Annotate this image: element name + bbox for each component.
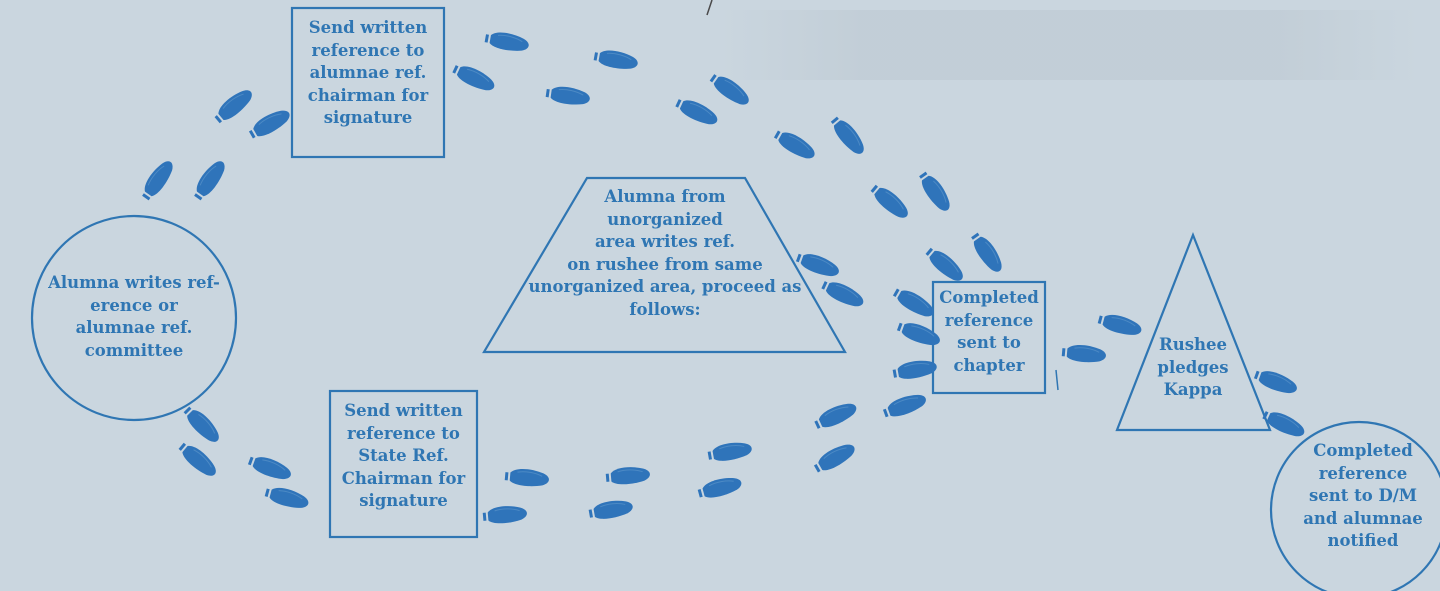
footprint bbox=[588, 498, 634, 522]
footprint bbox=[484, 30, 530, 54]
chapter-box-label: Completed reference sent to chapter bbox=[933, 287, 1045, 377]
bottom-box-label: Send written reference to State Ref. Cha… bbox=[330, 400, 477, 513]
footprint bbox=[451, 61, 498, 95]
footprint bbox=[696, 474, 743, 502]
footprint bbox=[593, 48, 639, 72]
footprint bbox=[707, 440, 753, 464]
footprint bbox=[892, 358, 938, 382]
footprint bbox=[181, 403, 224, 446]
footprint bbox=[923, 244, 968, 285]
footprint bbox=[190, 157, 229, 203]
footprint bbox=[881, 390, 928, 421]
footprint bbox=[264, 484, 311, 512]
footprint bbox=[674, 95, 721, 129]
footprint bbox=[812, 439, 859, 476]
footprint bbox=[968, 230, 1007, 276]
footprint bbox=[772, 126, 819, 163]
footprint bbox=[211, 85, 256, 126]
footprint bbox=[247, 452, 294, 483]
footprint bbox=[828, 113, 869, 158]
top-box-label: Send written reference to alumnae ref. c… bbox=[292, 17, 444, 130]
start-circle-label: Alumna writes ref- erence or alumnae ref… bbox=[32, 272, 236, 362]
triangle-label: Rushee pledges Kappa bbox=[1130, 334, 1256, 402]
footprint bbox=[1253, 366, 1300, 397]
footprint bbox=[707, 70, 753, 109]
footprint bbox=[545, 84, 591, 107]
trapezoid-label: Alumna from unorganized area writes ref.… bbox=[500, 186, 830, 321]
stray-mark-top bbox=[707, 0, 712, 15]
footprint bbox=[605, 465, 650, 486]
footprint bbox=[891, 284, 938, 321]
footprint bbox=[868, 181, 913, 222]
stray-mark bbox=[1056, 370, 1058, 390]
footprint bbox=[482, 504, 527, 525]
footprint bbox=[812, 399, 859, 433]
footprint bbox=[1061, 343, 1106, 364]
end-circle-label: Completed reference sent to D/M and alum… bbox=[1286, 440, 1440, 553]
footprint bbox=[916, 169, 955, 215]
footprint bbox=[247, 105, 294, 142]
footprint bbox=[176, 439, 221, 480]
footprint bbox=[138, 157, 177, 203]
footprint bbox=[504, 467, 549, 488]
